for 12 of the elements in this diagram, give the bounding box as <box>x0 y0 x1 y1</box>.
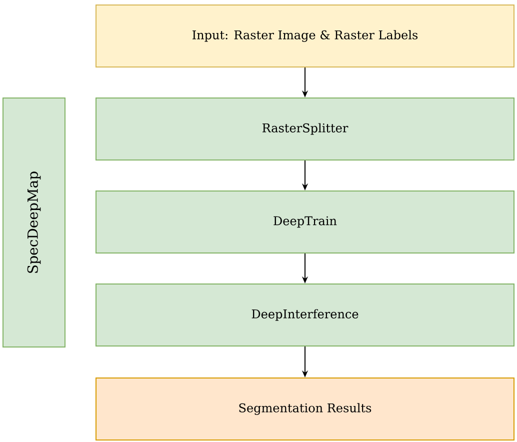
process-box <box>96 378 514 440</box>
node-label: DeepInterference <box>252 309 358 321</box>
process-box <box>96 190 514 254</box>
process-box <box>96 4 514 68</box>
process-box <box>96 98 514 160</box>
side-band <box>2 98 66 348</box>
process-box <box>96 284 514 346</box>
node-label: Input: Raster Image & Raster Labels <box>192 30 418 42</box>
node-label: SpecDeepMap <box>27 172 41 273</box>
node-label: RasterSplitter <box>262 123 348 135</box>
node-label: DeepTrain <box>274 216 337 228</box>
node-label: Segmentation Results <box>239 403 372 415</box>
